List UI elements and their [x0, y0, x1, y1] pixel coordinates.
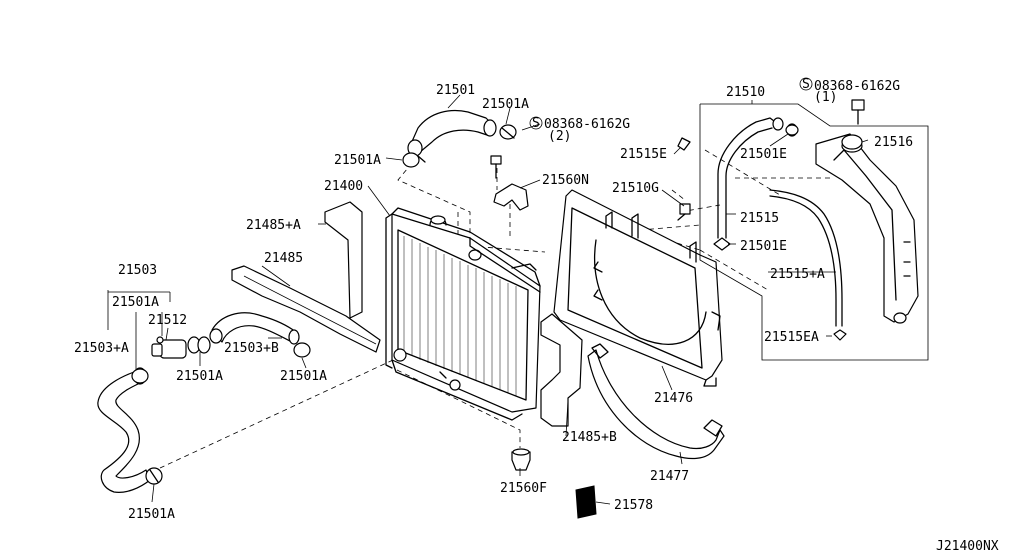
label-21501: 21501 — [436, 83, 475, 98]
label-08368-right-qty: (1) — [814, 90, 837, 105]
clamp-21501A-3 — [131, 368, 149, 384]
label-21477: 21477 — [650, 469, 689, 484]
label-21560N: 21560N — [542, 173, 589, 188]
label-21503-A: 21503+A — [74, 341, 129, 356]
diagram-id: J21400NX — [936, 539, 999, 554]
label-21476: 21476 — [654, 391, 693, 406]
label-21485: 21485 — [264, 251, 303, 266]
label-21485-B: 21485+B — [562, 430, 617, 445]
seal-21485-A — [324, 201, 363, 319]
cap-21516 — [841, 134, 863, 150]
block-21578 — [575, 485, 597, 519]
connector-21512 — [151, 336, 187, 359]
hose-21515-A — [769, 189, 843, 327]
bolt-08368-right — [851, 99, 865, 125]
label-08368-left-qty: (2) — [548, 129, 571, 144]
label-21515: 21515 — [740, 211, 779, 226]
label-21515E: 21515E — [620, 147, 667, 162]
label-21510: 21510 — [726, 85, 765, 100]
clamp-21501A-4 — [145, 467, 163, 485]
label-21501A-mid: 21501A — [334, 153, 381, 168]
label-21501E-top: 21501E — [740, 147, 787, 162]
bolt-symbol-left-letter: S — [532, 116, 540, 131]
bolt-08368-left — [490, 155, 502, 179]
clip-21501E-top — [785, 124, 799, 136]
lower-hose-21503-A — [97, 367, 151, 493]
reservoir-box — [699, 103, 929, 361]
label-21515-A: 21515+A — [770, 267, 825, 282]
label-21501A-top: 21501A — [482, 97, 529, 112]
label-08368-right-code: 08368-6162G — [814, 79, 900, 94]
label-21501E-bottom: 21501E — [740, 239, 787, 254]
label-21515EA: 21515EA — [764, 330, 819, 345]
part-labels: 21501 21501A S 08368-6162G (2) 21501A 21… — [74, 77, 999, 554]
fan-shroud-21476 — [553, 189, 723, 387]
label-21501A-bottom: 21501A — [128, 507, 175, 522]
mount-21560F — [511, 448, 531, 471]
seal-21485 — [231, 265, 381, 353]
bolt-21510G — [677, 203, 691, 221]
label-21501A-left: 21501A — [112, 295, 159, 310]
clamp-21501A-top — [499, 124, 517, 140]
label-21512: 21512 — [148, 313, 187, 328]
radiator-21400 — [385, 207, 541, 421]
bolt-symbol-left — [529, 116, 543, 130]
clamp-21501A-1 — [187, 336, 211, 354]
upper-hose-21501 — [407, 109, 497, 157]
label-21485-A: 21485+A — [246, 218, 301, 233]
clamp-21501A-2 — [293, 342, 311, 358]
clip-21515EA — [833, 329, 847, 341]
clamp-21501A-mid — [402, 152, 426, 168]
label-21400: 21400 — [324, 179, 363, 194]
label-21510G: 21510G — [612, 181, 659, 196]
label-08368-left-code: 08368-6162G — [544, 117, 630, 132]
bolt-symbol-right — [799, 77, 813, 91]
bolt-symbol-right-letter: S — [802, 77, 810, 92]
label-21503-B: 21503+B — [224, 341, 279, 356]
label-21501A-c1: 21501A — [176, 369, 223, 384]
fan-band-21477 — [587, 343, 725, 460]
leader-lines — [107, 94, 869, 505]
clip-21501E-bottom — [713, 237, 731, 251]
bracket-21560N — [493, 183, 529, 211]
clip-21515E — [677, 137, 691, 151]
radiator-core — [403, 236, 517, 396]
label-21516: 21516 — [874, 135, 913, 150]
seal-21485-B — [540, 313, 583, 427]
label-21501A-c2: 21501A — [280, 369, 327, 384]
label-21578: 21578 — [614, 498, 653, 513]
label-21560F: 21560F — [500, 481, 547, 496]
lower-hose-21503-B — [209, 312, 300, 345]
label-21503: 21503 — [118, 263, 157, 278]
